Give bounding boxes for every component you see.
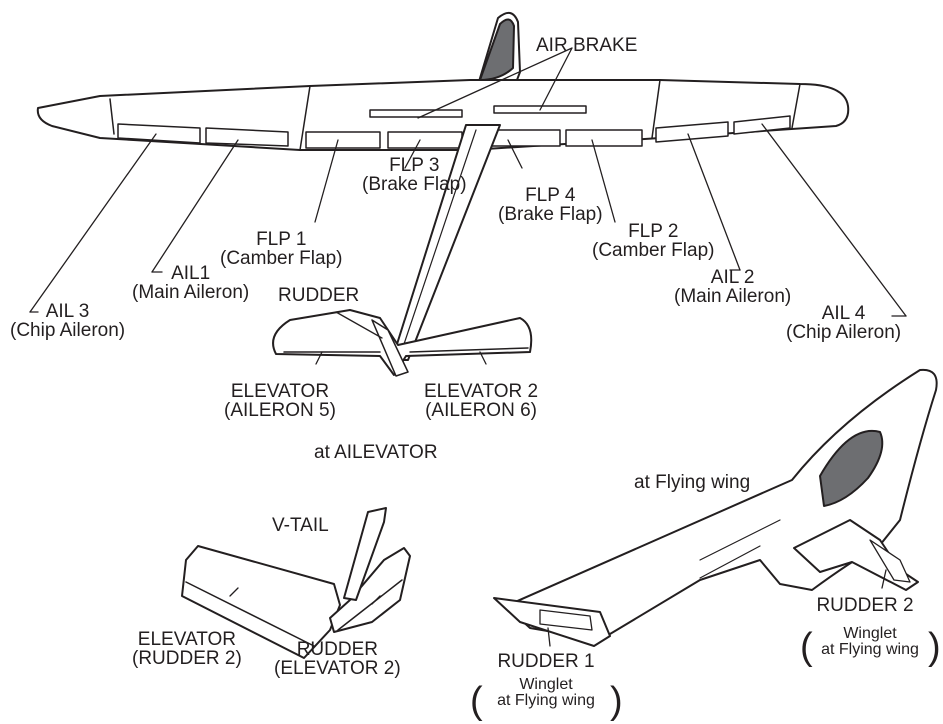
flp2-label: FLP 2 (Camber Flap) [592, 222, 714, 260]
elevator-line1: ELEVATOR [224, 382, 336, 401]
elevator2-line2: (AILERON 6) [424, 401, 538, 420]
elevator-label: ELEVATOR (AILERON 5) [224, 382, 336, 420]
flp1-surface [306, 132, 380, 148]
flp2-line1: FLP 2 [592, 222, 714, 241]
rudder2-line3: at Flying wing [812, 642, 928, 658]
vtail-elevator-label: ELEVATOR (RUDDER 2) [132, 630, 242, 668]
rudder2-line1: RUDDER 2 [800, 596, 930, 615]
vtail-elevator-line2: (RUDDER 2) [132, 649, 242, 668]
v-tail-label: V-TAIL [272, 516, 329, 535]
rudder1-paren-open: ( [470, 682, 483, 720]
vtail-rudder-line2: (ELEVATOR 2) [274, 659, 401, 678]
ail1-surface [206, 128, 288, 146]
flp3-line1: FLP 3 [362, 156, 467, 175]
elevator2-line1: ELEVATOR 2 [424, 382, 538, 401]
flp2-surface [566, 130, 642, 146]
flp2-line2: (Camber Flap) [592, 241, 714, 260]
ail4-line2: (Chip Aileron) [786, 323, 901, 342]
flp1-line1: FLP 1 [220, 230, 342, 249]
rudder1-label: RUDDER 1 Winglet at Flying wing [486, 652, 606, 709]
rudder1-paren-close: ) [610, 682, 623, 720]
flp1-label: FLP 1 (Camber Flap) [220, 230, 342, 268]
ail4-label: AIL 4 (Chip Aileron) [786, 304, 901, 342]
ail1-line1: AIL1 [132, 264, 249, 283]
airbrake-left [370, 110, 462, 117]
ail1-label: AIL1 (Main Aileron) [132, 264, 249, 302]
ail2-line2: (Main Aileron) [674, 287, 791, 306]
ail3-line1: AIL 3 [10, 302, 125, 321]
elevator-line2: (AILERON 5) [224, 401, 336, 420]
flp4-label: FLP 4 (Brake Flap) [498, 186, 603, 224]
ail4-line1: AIL 4 [786, 304, 901, 323]
elevator2-label: ELEVATOR 2 (AILERON 6) [424, 382, 538, 420]
flp3-line2: (Brake Flap) [362, 175, 467, 194]
vtail-rudder-label: RUDDER (ELEVATOR 2) [274, 640, 401, 678]
vtail-elevator-line1: ELEVATOR [132, 630, 242, 649]
ail2-label: AIL 2 (Main Aileron) [674, 268, 791, 306]
ail3-label: AIL 3 (Chip Aileron) [10, 302, 125, 340]
rudder2-label: RUDDER 2 [800, 596, 930, 615]
rudder-label: RUDDER [278, 286, 359, 305]
flp3-surface [388, 132, 462, 148]
rudder1-line1: RUDDER 1 [486, 652, 606, 671]
rudder2-paren-open: ( [800, 628, 813, 666]
rudder2-paren-close: ) [928, 628, 941, 666]
vtail-rudder-line1: RUDDER [274, 640, 401, 659]
main-glider [30, 13, 906, 376]
ail3-line2: (Chip Aileron) [10, 321, 125, 340]
rudder1-line3: at Flying wing [486, 693, 606, 709]
flp4-line2: (Brake Flap) [498, 205, 603, 224]
ail2-line1: AIL 2 [674, 268, 791, 287]
caption-flying-wing: at Flying wing [634, 472, 750, 494]
air-brake-label: AIR BRAKE [536, 36, 637, 55]
flp3-label: FLP 3 (Brake Flap) [362, 156, 467, 194]
rudder1-line2: Winglet [486, 677, 606, 693]
flp4-line1: FLP 4 [498, 186, 603, 205]
caption-ailevator: at AILEVATOR [314, 442, 438, 464]
rudder2-sub-label: Winglet at Flying wing [812, 626, 928, 658]
ail1-line2: (Main Aileron) [132, 283, 249, 302]
rudder2-line2: Winglet [812, 626, 928, 642]
